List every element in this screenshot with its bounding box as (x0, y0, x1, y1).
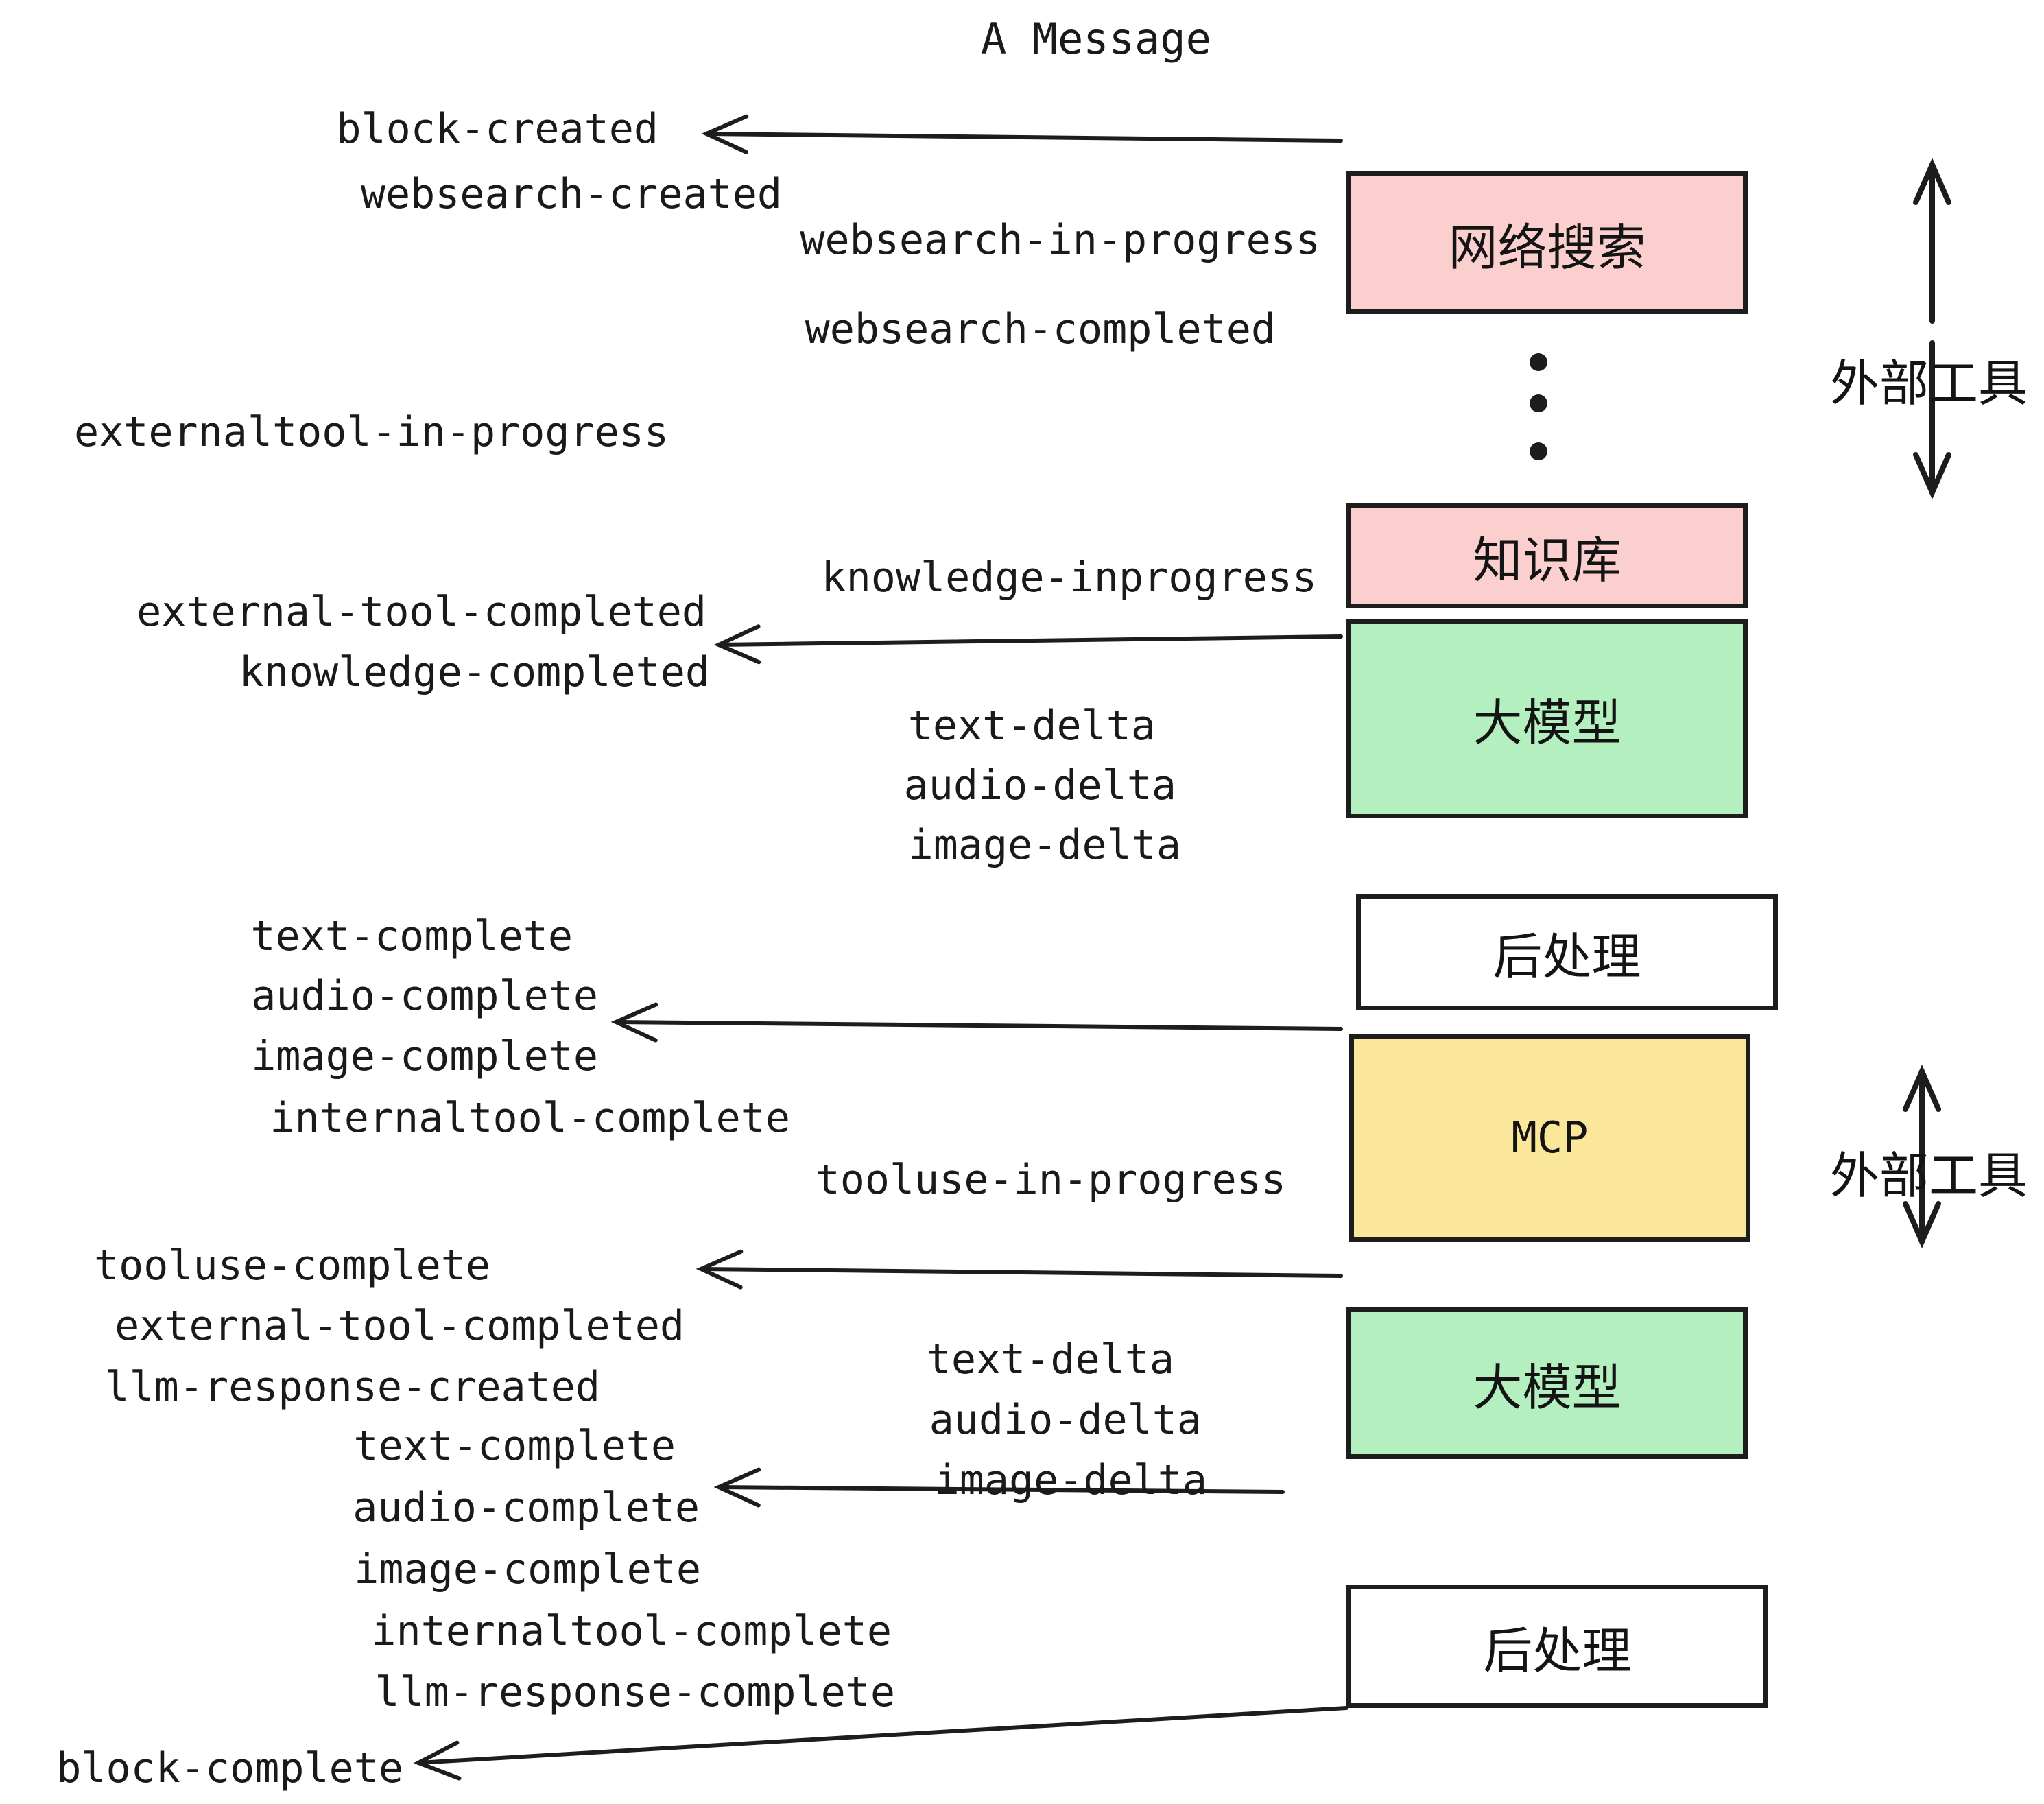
box-knowledge: 知识库 (1346, 503, 1748, 608)
event-websearch-in-progress: websearch-in-progress (800, 216, 1320, 264)
event-text-delta-2: text-delta (926, 1336, 1174, 1384)
ellipsis-dot-2 (1530, 394, 1547, 412)
event-llm-response-created: llm-response-created (104, 1363, 600, 1411)
event-tooluse-complete: tooluse-complete (94, 1242, 490, 1290)
box-mcp: MCP (1349, 1034, 1750, 1242)
event-image-delta-1: image-delta (908, 821, 1181, 869)
event-text-delta-1: text-delta (907, 702, 1156, 750)
box-postprocess-1: 后处理 (1356, 894, 1778, 1010)
box-label-llm-1: 大模型 (1473, 694, 1621, 752)
box-llm-2: 大模型 (1346, 1307, 1748, 1459)
arrow-tooluse-complete (696, 1249, 1343, 1290)
arrow-knowledge-done (713, 624, 1343, 665)
event-internaltool-complete-1: internaltool-complete (270, 1094, 790, 1142)
scope-label-external-tool-top: 外部工具 (1830, 355, 2028, 412)
event-external-tool-completed-2: external-tool-completed (115, 1302, 685, 1350)
event-knowledge-completed: knowledge-completed (239, 648, 710, 696)
page-title: A Message (981, 14, 1211, 64)
scope-label-external-tool-bottom: 外部工具 (1830, 1147, 2028, 1204)
ellipsis-dot-3 (1530, 442, 1547, 460)
box-label-llm-2: 大模型 (1473, 1358, 1621, 1416)
box-label-knowledge: 知识库 (1473, 531, 1621, 589)
box-label-postprocess-2: 后处理 (1483, 1622, 1632, 1680)
event-block-created: block-created (336, 105, 658, 153)
event-image-complete-2: image-complete (354, 1545, 701, 1593)
event-image-delta-2: image-delta (934, 1456, 1207, 1504)
arrow-block-created (701, 114, 1343, 154)
event-external-tool-completed-1: external-tool-completed (136, 588, 706, 636)
box-label-postprocess-1: 后处理 (1493, 927, 1641, 986)
event-websearch-completed: websearch-completed (805, 305, 1276, 353)
box-label-mcp: MCP (1511, 1113, 1589, 1163)
ellipsis-dot-1 (1530, 353, 1547, 371)
arrow-block-complete (413, 1706, 1348, 1781)
box-label-websearch: 网络搜索 (1448, 218, 1646, 276)
event-text-complete-1: text-complete (250, 912, 573, 960)
event-audio-delta-1: audio-delta (903, 761, 1176, 809)
event-llm-response-complete: llm-response-complete (375, 1668, 895, 1716)
box-llm-1: 大模型 (1346, 619, 1748, 818)
event-tooluse-in-progress: tooluse-in-progress (815, 1156, 1286, 1204)
arrow-image-complete (610, 1002, 1343, 1043)
box-websearch: 网络搜索 (1346, 171, 1748, 314)
event-text-complete-2: text-complete (353, 1422, 676, 1470)
event-externaltool-in-progress: externaltool-in-progress (74, 408, 669, 456)
box-postprocess-2: 后处理 (1346, 1585, 1768, 1708)
event-knowledge-inprogress: knowledge-inprogress (821, 554, 1317, 602)
scope-up-1 (1913, 157, 1951, 324)
event-internaltool-complete-2: internaltool-complete (371, 1607, 892, 1655)
event-audio-complete-2: audio-complete (353, 1484, 700, 1532)
event-websearch-created: websearch-created (360, 170, 782, 218)
event-audio-delta-2: audio-delta (929, 1396, 1202, 1444)
event-block-complete: block-complete (56, 1744, 403, 1792)
event-image-complete-1: image-complete (251, 1032, 598, 1080)
event-audio-complete-1: audio-complete (251, 972, 598, 1020)
